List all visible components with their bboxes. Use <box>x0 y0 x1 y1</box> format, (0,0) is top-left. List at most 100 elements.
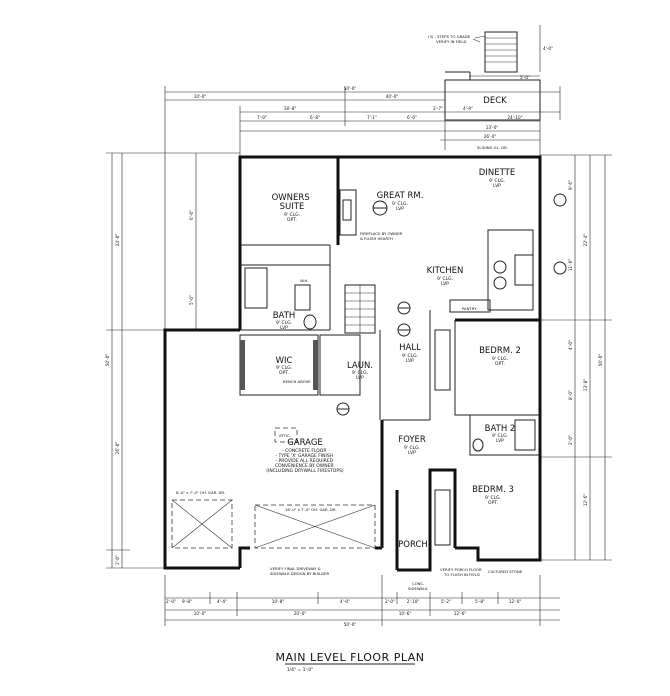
garage-note-1: - CONCRETE FLOOR <box>282 448 326 454</box>
section-markers <box>336 193 567 416</box>
dim-right-3: 22'-4" <box>583 234 588 247</box>
dim-bottom-9: 2'-10" <box>407 599 420 604</box>
dim-bottom-14: 10'-6" <box>399 611 412 616</box>
room-hall: HALL <box>399 343 421 353</box>
dim-bottom-11: 5'-8" <box>475 599 485 604</box>
ceil-great-2: LVP <box>396 206 404 212</box>
exterior-walls <box>163 155 542 572</box>
room-bedrm3: BEDRM. 3 <box>472 485 514 495</box>
ceil-wic: 9' CLG.OPT. <box>276 365 292 376</box>
dim-top-2: 50'-0" <box>344 86 357 91</box>
dim-bottom-1: 2'-0" <box>166 599 176 604</box>
dim-top-4: 18'-8" <box>284 106 297 111</box>
dim-right-6: 13'-8" <box>583 379 588 392</box>
verify-porch-2: TO FLUSH IN FIELD <box>443 572 480 577</box>
dim-left-2: 24'-0" <box>115 234 120 247</box>
room-wic: WIC <box>276 356 293 366</box>
ceil-bath2-2: LVP <box>496 438 504 444</box>
interior-walls <box>239 157 540 546</box>
dim-bottom-15: 50'-0" <box>344 622 357 627</box>
room-bedrm2: BEDRM. 2 <box>479 346 521 356</box>
room-bath2: BATH 2 <box>485 424 516 434</box>
dim-top-10: 4'-9" <box>463 106 473 111</box>
fireplace-note-2: & FLUSH HEARTH <box>360 236 393 241</box>
garage-door-left: 8'-0" x 7'-0" OH. GAR. DR. <box>176 490 225 495</box>
room-great: GREAT RM. <box>377 191 424 201</box>
dim-bottom-7: 10'-0" <box>194 611 207 616</box>
ceil-bath-1: 9' CLG. <box>276 320 292 326</box>
dim-top-3: 40'-0" <box>386 94 399 99</box>
dim-top-7: 7'-1" <box>367 115 377 120</box>
fireplace-note: FIREPLACE BY OWNER& FLUSH HEARTH <box>360 231 403 241</box>
dim-bottom-3: 4'-4" <box>217 599 227 604</box>
ceil-bedrm2-1: 9' CLG. <box>492 356 508 362</box>
ceil-wic-1: 9' CLG. <box>276 365 292 371</box>
dim-bottom-12: 12'-0" <box>509 599 522 604</box>
room-dinette: DINETTE <box>479 168 515 178</box>
room-bath: BATH <box>273 311 296 321</box>
dim-left-3: 26'-0" <box>115 442 120 455</box>
stairs-note-line1: (3) - STEPS TO GRADE <box>428 34 471 39</box>
dim-bottom-2: 9'-8" <box>182 599 192 604</box>
dim-bottom-13: 12'-6" <box>454 611 467 616</box>
verify-drive-1: VERIFY FINAL DRIVEWAY & <box>270 566 321 571</box>
bench-note: BENCH ABOVE <box>283 379 311 384</box>
dim-right-7: 2'-0" <box>568 435 573 445</box>
ceil-hall: 9' CLG.LVP <box>402 353 418 364</box>
dim-right-8: 4'-0" <box>568 340 573 350</box>
attic-note: ATTIC <box>279 433 290 438</box>
dim-top-14: 5'-0" <box>520 75 530 80</box>
dim-top-11: 13'-0" <box>486 125 499 130</box>
verify-drive-note: VERIFY FINAL DRIVEWAY &SIDEWALK DESIGN B… <box>270 566 330 576</box>
dim-bottom-10: 5'-2" <box>441 599 451 604</box>
ceil-hall-1: 9' CLG. <box>402 353 418 359</box>
dim-left-6: 5'-0" <box>189 295 194 305</box>
dim-top-6: 6'-8" <box>310 115 320 120</box>
dim-right-2: 11'-6" <box>568 259 573 272</box>
stairs-note-line2: VERIFY IN FIELD <box>436 39 466 44</box>
dim-top-8: 6'-0" <box>407 115 417 120</box>
plan-scale: 1/4" = 1'-0" <box>287 667 314 673</box>
ceil-great: 9' CLG.LVP <box>392 201 408 212</box>
dim-top-5: 7'-0" <box>257 115 267 120</box>
right-dimension-lines <box>540 154 612 561</box>
dim-right-4: 50'-0" <box>598 354 603 367</box>
ceil-bath-2: LVP <box>280 325 288 331</box>
verify-drive-2: SIDEWALK DESIGN BY BUILDER <box>270 571 330 576</box>
left-dimension-lines <box>106 152 240 569</box>
stairs-note: (3) - STEPS TO GRADE VERIFY IN FIELD <box>428 34 471 44</box>
ceil-foyer: 9' CLG.LVP <box>404 445 420 456</box>
ceil-owners-1: 9' CLG. <box>284 212 300 218</box>
dim-bottom-4: 10'-8" <box>272 599 285 604</box>
ceil-great-1: 9' CLG. <box>392 201 408 207</box>
dim-bottom-6: 20'-0" <box>294 611 307 616</box>
ceil-owners: 9' CLG.OPT. <box>284 212 300 223</box>
dim-top-9: 2'-7" <box>433 106 443 111</box>
dim-left-4: 6'-6" <box>189 210 194 220</box>
ceil-laun-2: LVP <box>356 375 364 381</box>
ceil-bedrm2: 9' CLG.OPT. <box>492 356 508 367</box>
garage-doors <box>171 427 376 549</box>
ceil-bath2: 9' CLG.LVP <box>492 433 508 444</box>
ceil-bath2-1: 9' CLG. <box>492 433 508 439</box>
fireplace-note-1: FIREPLACE BY OWNER <box>360 231 403 236</box>
dim-top-12: 26'-0" <box>484 134 497 139</box>
bottom-dimension-lines <box>164 575 560 626</box>
dim-right-9: 8'-0" <box>568 390 573 400</box>
conc-sidewalk-1: CONC. <box>412 581 424 586</box>
conc-sidewalk-note: CONC.SIDEWALK <box>408 581 428 591</box>
conc-sidewalk-2: SIDEWALK <box>408 586 428 591</box>
garage-door-right: 16'-0" x 7'-0" OH. GAR. DR. <box>285 507 337 512</box>
ceil-bedrm2-2: OPT. <box>495 361 505 367</box>
ceil-laun-1: 9' CLG. <box>352 370 368 376</box>
dim-top-13: 24'-10" <box>507 115 522 120</box>
ceil-laun: 9' CLG.LVP <box>352 370 368 381</box>
cultured-stone-note: CULTURED STONE <box>488 569 523 574</box>
room-kitchen: KITCHEN <box>427 266 464 276</box>
room-laun: LAUN. <box>347 361 373 371</box>
ceil-dinette: 9' CLG.LVP <box>489 178 505 189</box>
deck-stairs <box>472 25 541 73</box>
deck <box>444 71 541 121</box>
